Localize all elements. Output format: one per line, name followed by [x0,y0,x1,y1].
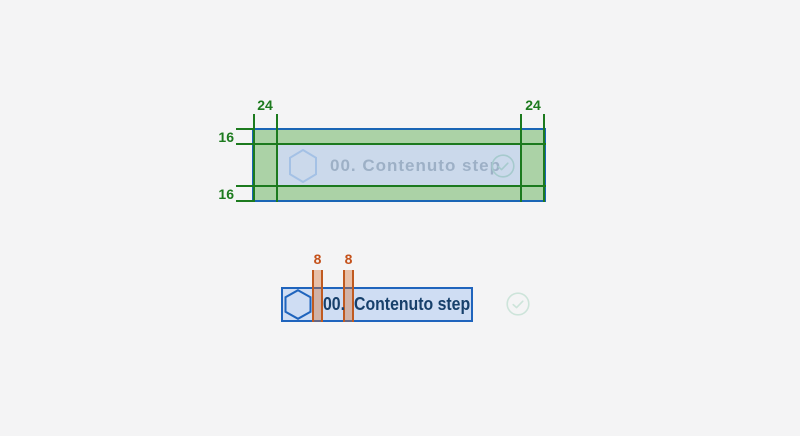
padding-bottom-value: 16 [218,186,234,202]
hexagon-icon [289,149,317,183]
hexagon-icon [284,289,312,320]
check-circle-icon [491,154,515,178]
padding-overlay-bottom [254,186,544,200]
measure-line-top-inset [236,143,546,145]
gap-value-1: 8 [313,251,322,267]
padding-overlay-right [522,144,544,186]
padding-overlay-top [254,130,544,144]
padding-overlay-left [254,144,276,186]
step-number-prefix: 00. [323,294,346,314]
measure-line-right-inset [520,114,522,202]
check-circle-icon [506,292,530,316]
measure-line-bottom-inset [236,185,546,187]
measure-line-bottom-edge [236,200,253,202]
gap-overlay-2 [343,270,354,322]
measure-line-right-edge [543,114,545,202]
measure-line-left-inset [276,114,278,202]
step-component-preview [252,128,546,202]
padding-top-value: 16 [218,129,234,145]
padding-left-value: 24 [257,97,273,113]
measure-line-top-edge [236,128,253,130]
step-title: Contenuto step [354,294,471,314]
gap-value-2: 8 [344,251,353,267]
padding-right-value: 24 [525,97,541,113]
gap-overlay-1 [312,270,323,322]
step-label: 00. Contenuto step [330,156,502,175]
measure-line-left-edge [253,114,255,202]
